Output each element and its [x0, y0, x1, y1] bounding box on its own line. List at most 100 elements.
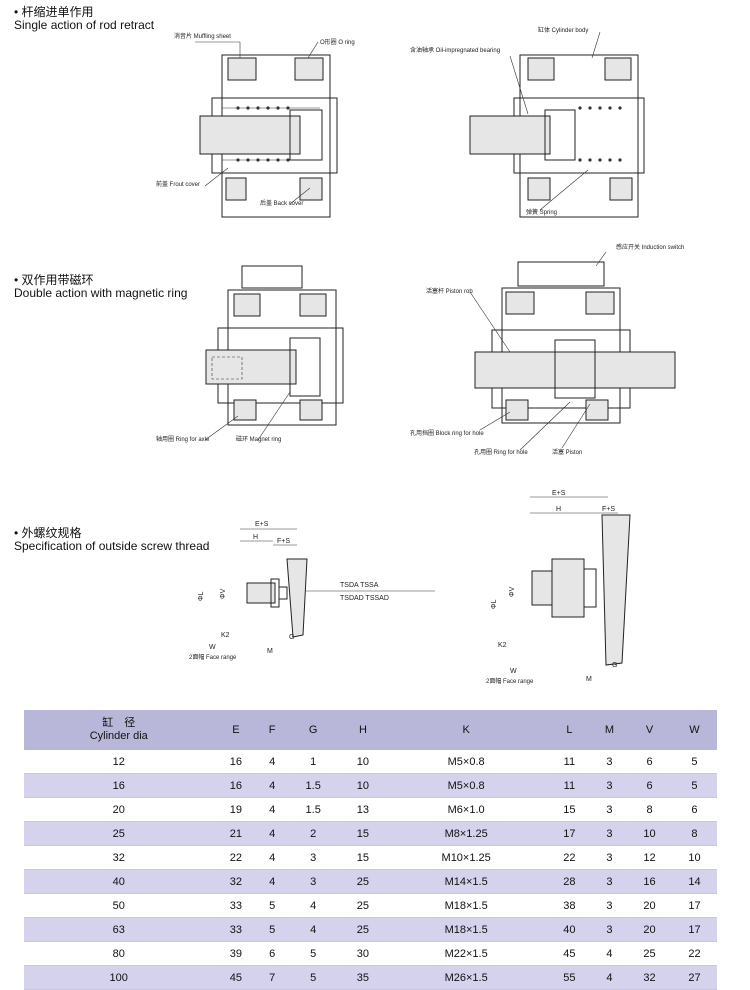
- table-cell: M5×0.8: [385, 773, 547, 798]
- table-cell: M5×0.8: [385, 750, 547, 774]
- table-cell: 3: [591, 893, 628, 918]
- label-piston-rod: 活塞杆 Piston rob: [426, 287, 473, 295]
- table-cell: 33: [213, 893, 259, 918]
- model-tsdad: TSDAD TSSAD: [340, 595, 389, 602]
- table-cell: 16: [627, 869, 672, 894]
- col-header: K: [385, 710, 547, 750]
- table-cell: 39: [213, 941, 259, 966]
- table-cell: M22×1.5: [385, 941, 547, 966]
- table-cell: 19: [213, 797, 259, 822]
- label-face-range: 2面幅 Face range: [486, 677, 534, 685]
- table-cell: 5: [671, 773, 717, 798]
- table-cell: 10: [340, 750, 386, 774]
- dim-h: H: [556, 506, 561, 513]
- table-cell: 80: [24, 941, 214, 966]
- section-title-en: Single action of rod retract: [14, 18, 155, 32]
- table-cell: 4: [591, 941, 628, 966]
- table-cell: 40: [24, 869, 214, 894]
- table-cell: 25: [627, 941, 672, 966]
- table-cell: 11: [546, 773, 592, 798]
- label-cylinder-body: 缸体 Cylinder body: [538, 26, 588, 34]
- table-cell: 6: [258, 941, 286, 966]
- label-ring-for-hole: 孔用圈 Ring for hole: [474, 448, 528, 456]
- table-cell: 25: [24, 821, 214, 846]
- table-cell: 45: [546, 941, 592, 966]
- table-cell: 2: [285, 821, 341, 846]
- table-cell: 28: [546, 869, 592, 894]
- cylinder-drawing-double-right: 感应开关 Induction switch 活塞杆 Piston rob 孔用挡…: [410, 243, 684, 456]
- screw-thread-drawing-small: E+S H F+S ΦL ΦV K2 W 2面幅 Face range G M …: [189, 521, 435, 661]
- label-front-cover: 前盖 Frout cover: [156, 180, 200, 188]
- table-cell: 6: [627, 773, 672, 798]
- table-cell: 20: [24, 797, 214, 822]
- dim-w: W: [510, 668, 517, 675]
- table-cell: 3: [591, 750, 628, 774]
- table-cell: 4: [285, 917, 341, 942]
- table-cell: 21: [213, 821, 259, 846]
- label-block-ring: 孔用挡圈 Block ring for hole: [410, 429, 484, 437]
- dim-phi-v: ΦV: [220, 588, 227, 599]
- dim-k2: K2: [221, 632, 230, 639]
- table-cell: 22: [546, 845, 592, 870]
- table-cell: 4: [258, 869, 286, 894]
- table-cell: 55: [546, 965, 592, 990]
- table-cell: 3: [591, 845, 628, 870]
- table-cell: 15: [340, 821, 386, 846]
- table-cell: 25: [340, 917, 386, 942]
- dim-m: M: [267, 648, 273, 655]
- label-spring: 弹簧 Spring: [526, 208, 557, 216]
- table-cell: 45: [213, 965, 259, 990]
- label-piston: 活塞 Piston: [552, 448, 582, 456]
- table-cell: 3: [591, 869, 628, 894]
- dim-phi-l: ΦL: [198, 591, 205, 601]
- table-cell: 3: [285, 845, 341, 870]
- table-cell: 27: [671, 965, 717, 990]
- dim-phi-l: ΦL: [491, 599, 498, 609]
- section-title-en: Double action with magnetic ring: [14, 286, 188, 300]
- table-cell: 40: [546, 917, 592, 942]
- section-title-cn: 外螺纹规格: [21, 526, 82, 540]
- table-cell: 4: [591, 965, 628, 990]
- table-cell: 22: [213, 845, 259, 870]
- dim-f-s: F+S: [277, 538, 290, 545]
- label-back-cover: 后盖 Back cover: [260, 199, 303, 207]
- screw-thread-drawing-large: E+S H F+S ΦL ΦV K2 W 2面幅 Face range G M: [486, 490, 631, 685]
- col-header: G: [285, 710, 341, 750]
- table-cell: M10×1.25: [385, 845, 547, 870]
- label-oil-bearing: 含油轴承 Oil-impregnated bearing: [410, 46, 500, 54]
- dim-w: W: [209, 644, 216, 651]
- table-cell: 13: [340, 797, 386, 822]
- table-cell: 5: [258, 917, 286, 942]
- table-cell: 16: [213, 773, 259, 798]
- col-header-cylinder-dia: 缸 径 Cylinder dia: [24, 710, 214, 750]
- table-cell: 17: [671, 917, 717, 942]
- table-cell: 3: [591, 797, 628, 822]
- table-cell: M18×1.5: [385, 893, 547, 918]
- table-cell: 3: [591, 821, 628, 846]
- section-title-single-action: • 杆缩进单作用 Single action of rod retract: [14, 5, 155, 32]
- dim-m: M: [586, 676, 592, 683]
- table-cell: 3: [285, 869, 341, 894]
- col-header: V: [627, 710, 672, 750]
- table-cell: 1: [285, 750, 341, 774]
- cylinder-drawing-single-left: 消音片 Muffling sheet O形圈 O ring 前盖 Frout c…: [156, 32, 355, 218]
- table-cell: 4: [258, 773, 286, 798]
- table-cell: 12: [24, 750, 214, 774]
- table-cell: M26×1.5: [385, 965, 547, 990]
- table-cell: 50: [24, 893, 214, 918]
- table-cell: 14: [671, 869, 717, 894]
- table-cell: 4: [258, 750, 286, 774]
- label-ring-for-axle: 轴用圈 Ring for axle: [156, 435, 210, 443]
- table-cell: 22: [671, 941, 717, 966]
- label-o-ring: O形圈 O ring: [320, 38, 355, 46]
- dim-phi-v: ΦV: [509, 586, 516, 597]
- table-cell: 33: [213, 917, 259, 942]
- dim-e-s: E+S: [255, 521, 269, 528]
- table-cell: 3: [591, 917, 628, 942]
